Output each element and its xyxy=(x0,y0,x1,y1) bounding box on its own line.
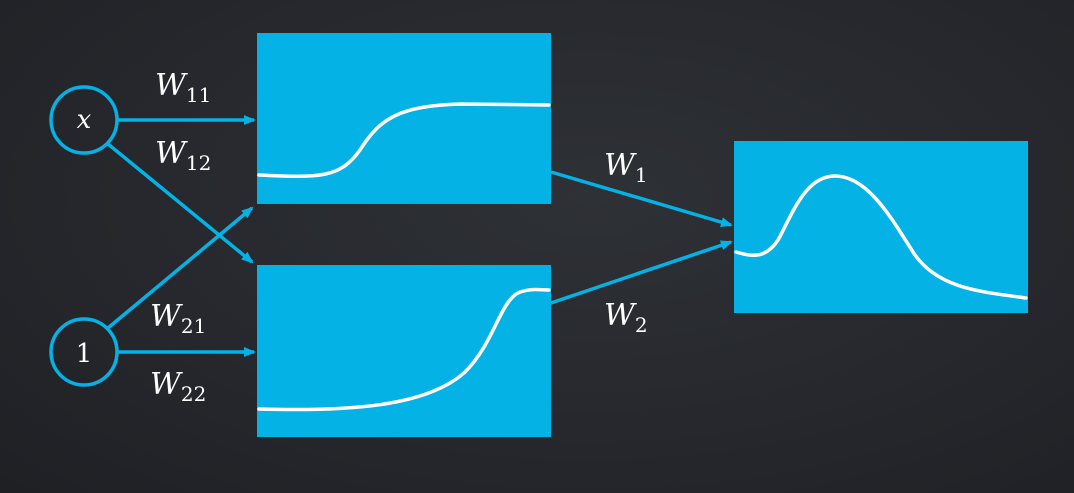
input-node-x xyxy=(49,85,119,155)
weight-label-w12: W12 xyxy=(155,136,211,175)
weight-label-w1-base: W xyxy=(604,148,637,183)
weight-label-w11-sub: 11 xyxy=(186,83,211,107)
weight-label-w2-sub: 2 xyxy=(635,313,648,337)
weight-label-w22-sub: 22 xyxy=(181,382,206,406)
hidden-unit-bottom-curve xyxy=(257,287,551,412)
hidden-unit-top-curve xyxy=(257,102,551,179)
input-node-one-label: 1 xyxy=(76,339,93,369)
edge-w1 xyxy=(550,170,733,227)
weight-label-w11-base: W xyxy=(155,68,188,103)
weight-label-w1: W1 xyxy=(604,148,648,187)
weight-label-w1-sub: 1 xyxy=(635,163,648,187)
hidden-unit-top-box xyxy=(257,33,551,204)
input-node-one xyxy=(49,317,119,387)
edge-w12 xyxy=(106,142,254,264)
weight-label-w12-base: W xyxy=(155,136,188,171)
output-unit-curve xyxy=(734,174,1028,300)
weight-label-w2: W2 xyxy=(604,298,648,337)
weight-label-w12-sub: 12 xyxy=(186,151,211,175)
input-node-x-label: x xyxy=(77,105,92,135)
weight-label-w22: W22 xyxy=(150,367,206,406)
weight-label-w22-base: W xyxy=(150,367,183,402)
output-unit-box xyxy=(734,141,1028,313)
weight-label-w21-sub: 21 xyxy=(181,314,206,338)
edge-w21 xyxy=(106,206,254,330)
weight-label-w11: W11 xyxy=(155,68,211,107)
weight-label-w2-base: W xyxy=(604,298,637,333)
weight-label-w21-base: W xyxy=(150,299,183,334)
edge-w2 xyxy=(550,240,733,305)
weight-label-w21: W21 xyxy=(150,299,206,338)
